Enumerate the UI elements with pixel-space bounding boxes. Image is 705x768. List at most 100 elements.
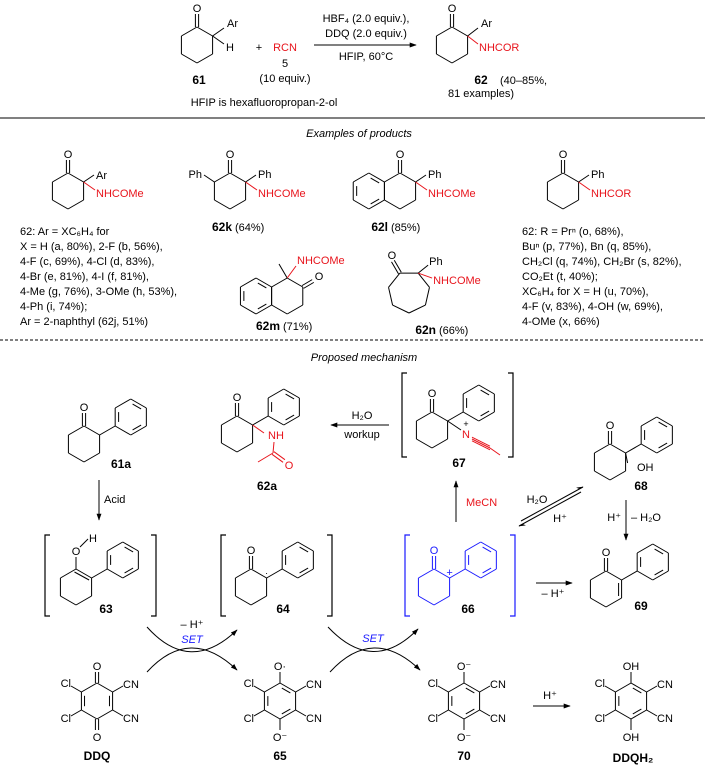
yield-62k: (64%) — [235, 222, 264, 234]
oxygen-atom: O — [80, 402, 89, 414]
oxygen-atom: O — [193, 3, 202, 15]
examples-title: Examples of products — [306, 128, 412, 140]
compound-label-68: 68 — [634, 479, 648, 493]
phenyl-bond — [656, 443, 673, 454]
carbonyl-bond — [273, 451, 286, 461]
reagent-ddq: DDQ (2.0 equiv.) — [325, 28, 407, 40]
phenyl-substituent: Ph — [591, 169, 604, 181]
chloro-bond — [437, 685, 449, 693]
aryl-scope-line: Ar = 2-naphthyl (62j, 51%) — [20, 316, 148, 328]
amide-group: NHCOMe — [258, 188, 306, 200]
compound-label-62a: 62a — [257, 479, 277, 493]
cyclohexene-bond — [75, 595, 92, 606]
ddqh2-ring-bond — [630, 709, 647, 720]
cyclohexanone-bond — [221, 415, 238, 426]
cyclohexanone-bond — [594, 470, 611, 481]
proton-loss: – H⁺ — [181, 619, 204, 631]
phenyl-bond — [480, 541, 497, 552]
product-yield: (40–85%, — [500, 75, 547, 87]
amide-bond — [467, 35, 479, 45]
phenyl-bond — [478, 384, 495, 395]
phenyl-bond — [283, 415, 300, 426]
cyclohexanone-bond — [590, 570, 607, 581]
phenyl-inner-bond — [654, 569, 664, 576]
aryl-scope-line: 62: Ar = XC₆H₄ for — [20, 226, 110, 238]
phenyl-bond — [578, 174, 590, 183]
cyclohexanone-bond — [605, 597, 622, 608]
carbonyl-bond — [303, 281, 315, 289]
cyclohexanone-bond — [436, 53, 453, 64]
amide-group: NHCOMe — [428, 188, 476, 200]
top-oxygen: O⁻ — [457, 661, 472, 673]
nh-group: NH — [268, 430, 284, 442]
cycloheptanone-bond — [388, 272, 401, 288]
phenyl-substituent: Ph — [428, 169, 441, 181]
cyano-bond — [646, 709, 658, 717]
phenyl-substituent: Ph — [429, 256, 442, 268]
acid-step-label: Acid — [104, 494, 125, 506]
chloro-bond — [253, 709, 265, 717]
compound-label-5: 5 — [282, 58, 288, 70]
chlorine-atom: Cl — [61, 713, 71, 725]
phenyl-bond — [462, 384, 480, 395]
cyclohexanone-bond — [250, 568, 267, 579]
equilibrium-arrow-back — [518, 491, 582, 527]
amide-bond — [245, 181, 258, 191]
methyl-bond — [278, 263, 288, 279]
cyclohexanone-bond — [609, 443, 626, 454]
cyano-group: CN — [490, 679, 506, 691]
hydrogen-bond-line — [212, 35, 225, 45]
cyclohexanone-bond — [236, 442, 253, 453]
benzo-ring-inner-bond — [370, 177, 380, 184]
yield-62l: (85%) — [391, 222, 420, 234]
ring-70-bond — [463, 682, 480, 693]
cyano-group: CN — [657, 679, 673, 691]
cyclohexene-bond — [60, 568, 77, 579]
aryl-bond — [83, 174, 95, 183]
chlorine-atom: Cl — [595, 678, 605, 690]
r-scope-line: 4-F (v, 83%), 4-OH (w, 69%), — [522, 301, 663, 313]
phenyl-bond — [478, 411, 495, 422]
amide-group: NHCOR — [591, 188, 631, 200]
compound-label-67: 67 — [452, 456, 466, 470]
cyclohexanone-bond — [229, 199, 246, 210]
chloro-bond — [604, 685, 616, 693]
amide-bond — [415, 181, 428, 191]
bracket-66 — [404, 534, 516, 617]
compound-label-ddq: DDQ — [84, 749, 111, 763]
benzo-ring-inner-bond — [257, 303, 267, 310]
enol-double-bond — [74, 571, 90, 581]
aryl-scope-line: 4-F (c, 69%), 4-Cl (d, 83%), — [20, 256, 154, 268]
phenyl-bond — [283, 388, 300, 399]
phenyl-bond — [267, 388, 285, 399]
benzo-ring-inner-bond — [370, 198, 380, 205]
phenyl-bond — [449, 568, 466, 579]
phenyl-bond — [640, 416, 658, 427]
cycloheptanone-bond — [392, 304, 410, 314]
reagent-hbf4: HBF₄ (2.0 equiv.), — [323, 13, 410, 25]
carbonyl-bond — [393, 260, 402, 273]
cyclohexanone-bond — [235, 568, 252, 579]
ring-65-inner-bond — [281, 708, 291, 715]
cyclohexene-bond — [75, 568, 92, 579]
phenyl-inner-bond — [299, 546, 309, 553]
cycloheptanone-bond — [388, 287, 394, 306]
compound-label-62l: 62l — [371, 220, 388, 234]
amide-bond — [272, 441, 275, 454]
cyclohexanone-bond — [590, 597, 607, 608]
bottom-oxygen: O — [93, 732, 102, 744]
cyano-group: CN — [657, 713, 673, 725]
oxygen-atom: O — [247, 545, 256, 557]
amide-bond — [417, 272, 433, 279]
compound-label-66: 66 — [461, 602, 475, 616]
ddqh2-ring-bond — [615, 682, 632, 693]
cyclohexanone-bond — [547, 199, 564, 210]
cyclohexanone-bond — [250, 595, 267, 606]
amide-group: NHCOMe — [297, 255, 345, 267]
r-scope-line: CH₂Cl (q, 74%), CH₂Br (s, 82%), — [522, 256, 682, 268]
amide-group: NHCOMe — [433, 275, 481, 287]
phenyl-bond — [122, 568, 139, 579]
triple-bond — [471, 440, 491, 451]
hydroxyl-bond — [625, 452, 629, 464]
cyano-group: CN — [306, 713, 322, 725]
